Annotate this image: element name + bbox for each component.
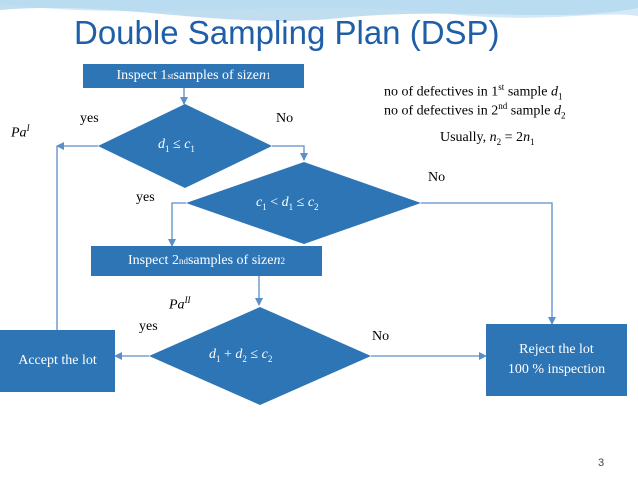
reject-lot-box: Reject the lot 100 % inspection bbox=[486, 324, 627, 396]
no-label-2: No bbox=[428, 170, 446, 185]
accept-lot-box: Accept the lot bbox=[0, 330, 115, 392]
note-first-sample-defectives: no of defectives in 1st sample d1 bbox=[384, 82, 563, 102]
page-number: 3 bbox=[598, 457, 605, 469]
no-label-3: No bbox=[372, 329, 390, 344]
header-wave-2 bbox=[0, 0, 638, 18]
connector-d1-no bbox=[272, 145, 308, 161]
decision-d1-text: d1 ≤ c1 bbox=[158, 137, 195, 154]
connector-d2-yes bbox=[168, 202, 186, 247]
no-label-1: No bbox=[276, 111, 294, 126]
yes-label-1: yes bbox=[80, 111, 99, 126]
note-second-sample-defectives: no of defectives in 2nd sample d2 bbox=[384, 101, 566, 121]
decision-d3-text: d1 + d2 ≤ c2 bbox=[209, 347, 273, 364]
connector-d2-no bbox=[421, 202, 556, 325]
decision-d2-text: c1 < d1 ≤ c2 bbox=[256, 195, 319, 212]
yes-label-3: yes bbox=[139, 319, 158, 334]
decision-d3-diamond bbox=[149, 307, 371, 405]
slide-title: Double Sampling Plan (DSP) bbox=[74, 14, 500, 51]
yes-label-2: yes bbox=[136, 190, 155, 205]
decision-d2-diamond bbox=[186, 162, 421, 244]
pa-first-label: PaI bbox=[11, 123, 30, 141]
pa-second-label: PaII bbox=[169, 295, 191, 313]
decision-d1-diamond bbox=[98, 104, 272, 188]
note-sample-size-relation: Usually, n2 = 2n1 bbox=[440, 130, 535, 147]
